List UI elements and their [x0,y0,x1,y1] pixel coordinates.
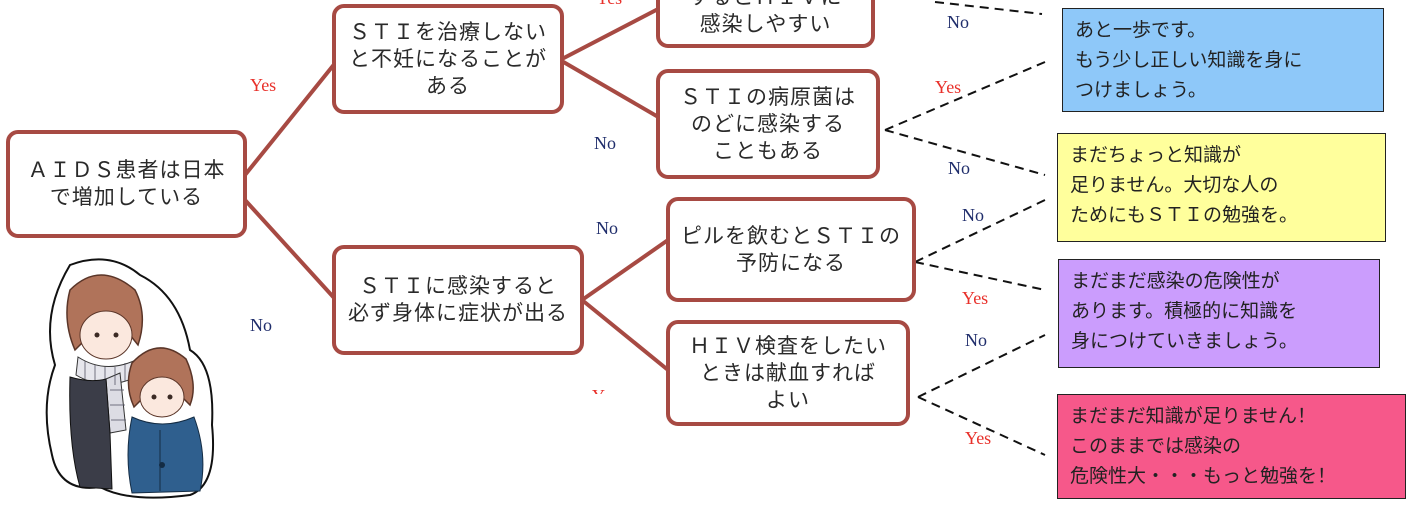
question-sti-symptoms: ＳＴＩに感染すると 必ず身体に症状が出る [332,245,584,355]
label-yes-q2: Yes [596,0,622,9]
label-no-q3: No [596,218,618,238]
question-hiv-susceptible: するとＨＩＶに 感染しやすい [656,0,875,48]
result-box-pink: まだまだ知識が足りません！ このままでは感染の 危険性大・・・もっと勉強を！ [1057,394,1406,499]
label-yes-q5: Yes [935,77,962,97]
couple-illustration [45,258,215,499]
question-hiv-blood-donation: ＨＩＶ検査をしたい ときは献血すれば よい [666,320,910,426]
label-yes-q1: Yes [250,75,277,95]
label-no-q4: No [947,12,969,32]
label-yes-q3-partial: Y [592,386,608,394]
question-throat-infection: ＳＴＩの病原菌は のどに感染する こともある [656,69,880,179]
question-pill-prevention: ピルを飲むとＳＴＩの 予防になる [666,197,916,302]
label-no-q6: No [962,205,984,225]
result-box-purple: まだまだ感染の危険性が あります。積極的に知識を 身につけていきましょう。 [1058,259,1380,368]
result-box-blue: あと一歩です。 もう少し正しい知識を身に つけましょう。 [1062,8,1384,112]
label-yes-q6: Yes [962,288,989,308]
label-no-q7: No [965,330,987,350]
result-box-yellow: まだちょっと知識が 足りません。大切な人の ためにもＳＴＩの勉強を。 [1057,133,1386,242]
label-no-q2: No [594,133,616,153]
label-no-q5: No [948,158,970,178]
label-no-q1: No [250,315,272,335]
label-yes-q7: Yes [965,428,992,448]
question-aids-increasing: ＡＩＤＳ患者は日本 で増加している [6,130,247,238]
question-sti-infertility: ＳＴＩを治療しない と不妊になることが ある [332,4,564,114]
